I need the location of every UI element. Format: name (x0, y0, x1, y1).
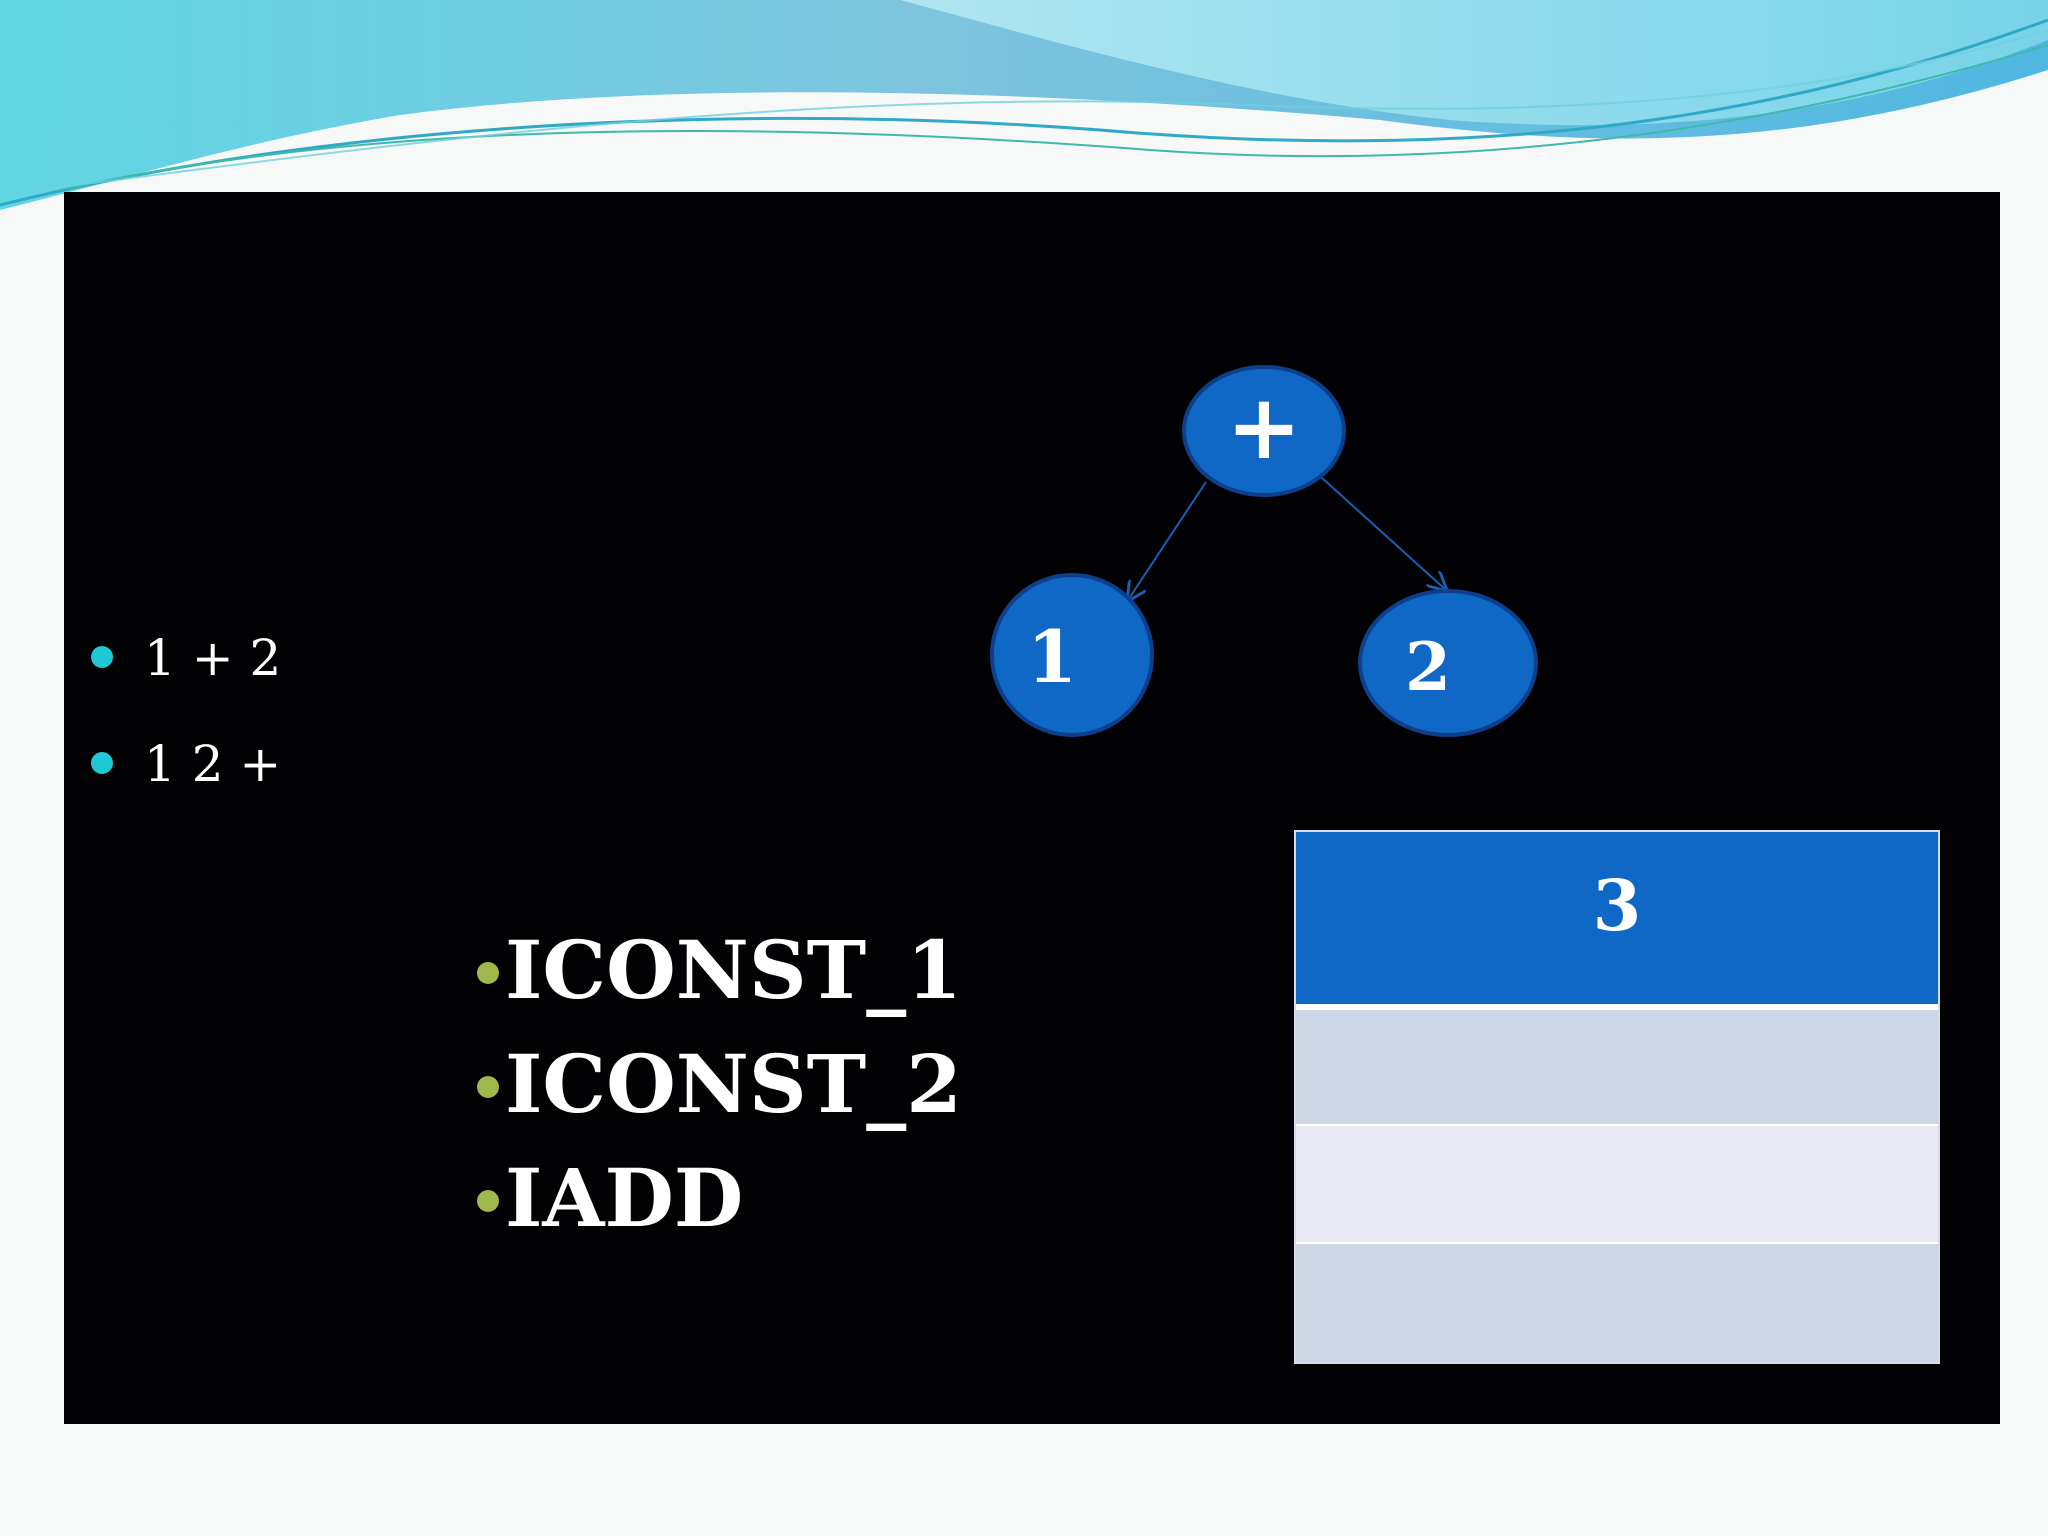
instruction-text: ICONST_2 (505, 1034, 962, 1134)
node-label-root: + (1226, 374, 1301, 480)
tree-edge-left (1128, 482, 1206, 600)
tree-edge-right (1322, 478, 1446, 590)
stack-cell (1296, 1126, 1938, 1242)
instruction-text: ICONST_1 (505, 920, 962, 1020)
bullet-dot-icon (477, 1076, 499, 1098)
instruction-text: IADD (505, 1148, 743, 1248)
bullet-dot-icon (477, 962, 499, 984)
instruction-item: IADD (477, 1148, 1077, 1248)
instruction-item: ICONST_1 (477, 920, 1077, 1020)
stack-cell-top: 3 (1296, 832, 1938, 1004)
tree-node-right: 2 (1360, 591, 1536, 735)
slide-content-panel: 1 + 2 1 2 + + 1 2 ICONST_1 ICONST_ (64, 192, 2000, 1424)
instruction-item: ICONST_2 (477, 1034, 1077, 1134)
operand-stack-table: 3 (1294, 830, 1940, 1364)
tree-node-left: 1 (992, 575, 1152, 735)
tree-node-root: + (1184, 367, 1344, 495)
stack-cell (1296, 1244, 1938, 1362)
bullet-dot-icon (477, 1190, 499, 1212)
node-label-right: 2 (1405, 628, 1451, 706)
stack-cell (1296, 1010, 1938, 1124)
node-label-left: 1 (1027, 614, 1077, 699)
